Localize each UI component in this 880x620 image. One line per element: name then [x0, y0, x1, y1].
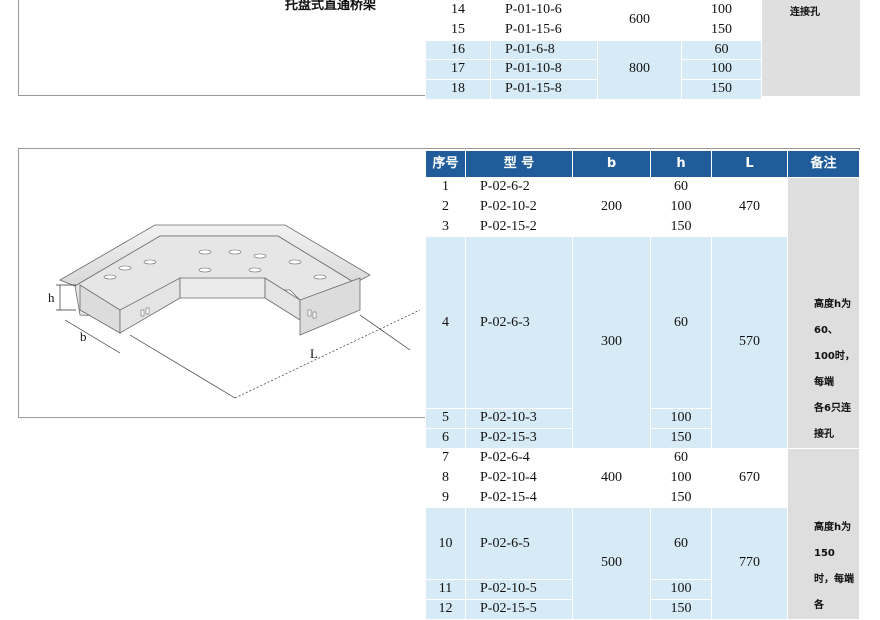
model-code: P-02-10-5 [465, 579, 573, 601]
model-code: P-01-10-6 [490, 0, 598, 21]
row-number: 16 [425, 39, 491, 61]
row-number: 15 [425, 19, 491, 41]
model-code: P-01-15-6 [490, 19, 598, 41]
table-row: 15 P-01-15-6 150 [425, 19, 762, 41]
header-model: 型 号 [465, 150, 573, 178]
model-code: P-02-6-5 [465, 507, 573, 581]
table-row: 1 P-02-6-2 200 60 470 高度h为60、 100时，每端 各6… [425, 176, 860, 449]
L-value: 470 [711, 176, 788, 238]
b-value: 200 [572, 176, 651, 238]
table-row: 2 P-02-10-2 100 [425, 196, 860, 218]
h-value: 100 [650, 196, 712, 218]
row-number: 5 [425, 408, 466, 430]
row-number: 12 [425, 599, 466, 620]
row-number: 18 [425, 79, 491, 100]
model-code: P-01-10-8 [490, 59, 598, 81]
h-value: 150 [650, 599, 712, 620]
row-number: 3 [425, 216, 466, 238]
row-number: 10 [425, 507, 466, 581]
row-number: 6 [425, 428, 466, 449]
top-remark-text: 连接孔 [790, 7, 820, 18]
elbow-spec-table: 序号 型 号 b h L 备注 1 P-02-6-2 200 60 470 高度… [425, 150, 860, 620]
header-L: L [711, 150, 788, 178]
h-value: 60 [650, 177, 712, 198]
model-code: P-02-6-4 [465, 448, 573, 469]
table-row: 3 P-02-15-2 150 [425, 216, 860, 238]
h-value: 150 [650, 487, 712, 509]
row-number: 4 [425, 236, 466, 410]
h-value: 100 [681, 59, 762, 81]
h-value: 60 [650, 448, 712, 469]
b-value: 800 [597, 39, 682, 100]
table-row: 18 P-01-15-8 150 [425, 79, 762, 100]
h-value: 100 [681, 0, 762, 21]
h-value: 150 [681, 19, 762, 41]
remark-line: 时，每端各 [814, 574, 854, 611]
L-value: 770 [711, 507, 788, 620]
remark-cell-1: 高度h为60、 100时，每端 各6只连接孔 [787, 177, 860, 449]
dimension-h-label: h [48, 290, 55, 305]
L-value: 670 [711, 447, 788, 509]
b-value: 500 [572, 507, 651, 620]
header-no: 序号 [425, 150, 466, 178]
model-code: P-02-10-3 [465, 408, 573, 430]
b-value: 300 [572, 236, 651, 449]
h-value: 150 [650, 428, 712, 449]
h-value: 100 [650, 408, 712, 430]
h-value: 60 [681, 39, 762, 61]
h-value: 150 [650, 216, 712, 238]
b-value: 400 [572, 447, 651, 509]
dimension-b-label: b [80, 329, 87, 344]
row-number: 11 [425, 579, 466, 601]
tray-front-wall-right [299, 277, 361, 336]
model-code: P-02-15-5 [465, 599, 573, 620]
model-code: P-02-15-4 [465, 487, 573, 509]
top-remark-cell: 连接孔 [762, 0, 860, 96]
model-code: P-01-15-8 [490, 79, 598, 100]
model-code: P-02-15-3 [465, 428, 573, 449]
model-code: P-02-15-2 [465, 216, 573, 238]
h-value: 100 [650, 467, 712, 489]
table-row: 17 P-01-10-8 100 [425, 59, 762, 81]
h-value: 150 [681, 79, 762, 100]
row-number: 8 [425, 467, 466, 489]
model-code: P-02-6-3 [465, 236, 573, 410]
table-row: 7 P-02-6-4 400 60 670 高度h为150 时，每端各 [425, 447, 860, 620]
top-spec-table: 14 P-01-10-6 600 100 15 P-01-15-6 150 16… [425, 0, 762, 100]
remark-line: 100时，每端 [814, 351, 855, 388]
model-code: P-02-10-2 [465, 196, 573, 218]
remark-line: 高度h为60、 [814, 299, 852, 336]
elbow-tray-drawing: h b L [48, 224, 420, 399]
remark-line: 各6只连接孔 [814, 403, 851, 440]
row-number: 14 [425, 0, 491, 21]
row-number: 2 [425, 196, 466, 218]
model-code: P-01-6-8 [490, 39, 598, 61]
row-number: 9 [425, 487, 466, 509]
header-remark: 备注 [787, 150, 860, 178]
remark-line: 高度h为150 [814, 522, 852, 559]
row-number: 1 [425, 177, 466, 198]
table-row: 14 P-01-10-6 600 100 [425, 0, 762, 41]
model-code: P-02-10-4 [465, 467, 573, 489]
model-code: P-02-6-2 [465, 177, 573, 198]
header-b: b [572, 150, 651, 178]
table-row: 16 P-01-6-8 800 60 [425, 39, 762, 100]
h-value: 60 [650, 236, 712, 410]
h-value: 60 [650, 507, 712, 581]
row-number: 7 [425, 448, 466, 469]
header-h: h [650, 150, 712, 178]
L-value: 570 [711, 236, 788, 449]
h-value: 100 [650, 579, 712, 601]
row-number: 17 [425, 59, 491, 81]
table-header-row: 序号 型 号 b h L 备注 [425, 150, 860, 178]
dimension-L-label: L [310, 346, 318, 361]
top-section-title: 托盘式直通桥架 [285, 0, 377, 13]
remark-cell-2: 高度h为150 时，每端各 [787, 448, 860, 620]
b-value: 600 [597, 0, 682, 41]
tray-front-wall-mid [179, 277, 266, 299]
